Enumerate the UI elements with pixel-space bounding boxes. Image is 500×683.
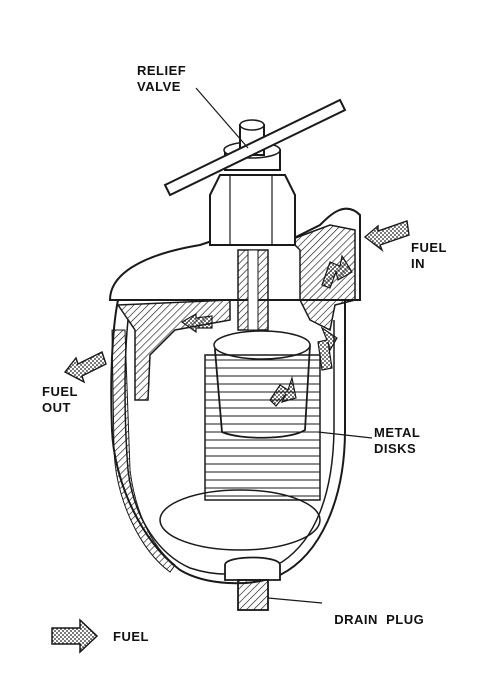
drain-plug-label: DRAIN PLUG	[334, 612, 425, 627]
bowl-outer-shell	[110, 299, 346, 585]
legend-fuel-label: FUEL	[113, 629, 149, 644]
stem-core	[247, 249, 259, 331]
valve-nut	[209, 174, 296, 246]
drain-plug-body	[224, 556, 281, 581]
bowl-wall-left	[111, 329, 176, 573]
fuel-in-label: FUEL IN	[411, 240, 447, 271]
filter-cup-rim	[213, 330, 311, 360]
metal-disks-label: METAL DISKS	[374, 425, 421, 456]
cover-cutaway-right	[288, 224, 356, 332]
leader-relief-valve	[195, 87, 249, 149]
metal-disks-stack	[205, 359, 320, 497]
cover-cutaway-left	[116, 299, 231, 401]
bowl-bottom-ellipse	[159, 489, 321, 551]
legend-fuel-arrow	[51, 618, 99, 654]
flow-arrow-down	[269, 375, 297, 407]
flow-arrow-out-inner	[180, 312, 213, 334]
t-handle	[163, 98, 347, 197]
fuel-in-arrow	[363, 220, 410, 253]
drain-plug	[237, 579, 269, 611]
flow-arrow-in-1	[321, 254, 353, 289]
flow-arrow-in-2	[317, 326, 338, 371]
leader-drain-plug	[267, 597, 323, 604]
leader-metal-disks	[317, 431, 373, 439]
fuel-out-label: FUEL OUT	[42, 384, 78, 415]
fuel-out-arrow	[63, 351, 107, 384]
relief-valve-label: RELIEF VALVE	[137, 63, 187, 94]
